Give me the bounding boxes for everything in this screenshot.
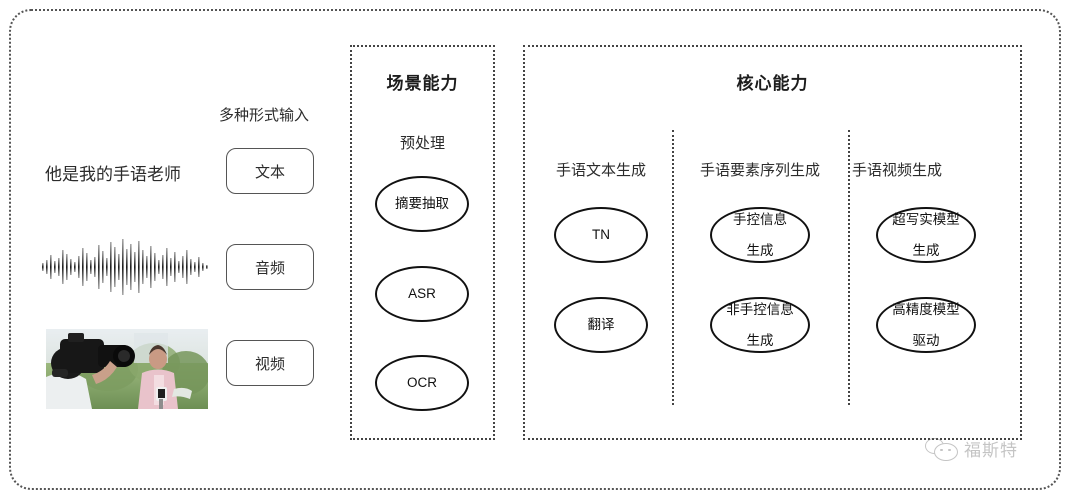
chip-label: 音频: [254, 259, 285, 277]
node-label-line1: 超写实模型: [892, 211, 960, 227]
chip-label: 文本: [254, 163, 285, 181]
core-divider-2: [848, 130, 850, 405]
node-label-line2: 驱动: [912, 332, 940, 348]
node-label-line2: 生成: [746, 332, 774, 348]
video-thumbnail: [46, 329, 208, 409]
core-capability-panel: 核心能力: [523, 45, 1022, 440]
core-node-tn[interactable]: TN: [554, 207, 648, 263]
core-node-translation[interactable]: 翻译: [554, 297, 648, 353]
core-panel-title: 核心能力: [736, 74, 809, 93]
core-node-high-precision-model-driving[interactable]: 高精度模型 驱动: [876, 297, 976, 353]
watermark: 福斯特: [925, 436, 1018, 461]
node-label-line1: 手控信息: [733, 211, 787, 227]
core-column-header-1: 手语文本生成: [555, 162, 646, 179]
scene-node-summary-extraction[interactable]: 摘要抽取: [375, 176, 469, 232]
core-column-header-3: 手语视频生成: [852, 162, 943, 179]
node-label: ASR: [408, 286, 436, 302]
scene-capability-panel: 场景能力: [350, 45, 495, 440]
core-divider-1: [672, 130, 674, 405]
wechat-icon: [925, 437, 959, 461]
input-caption: 多种形式输入: [219, 107, 310, 124]
node-label: OCR: [407, 375, 437, 391]
input-chip-audio[interactable]: 音频: [226, 244, 314, 290]
audio-waveform-icon: [40, 236, 210, 298]
scene-group-label: 预处理: [399, 135, 445, 152]
scene-node-asr[interactable]: ASR: [375, 266, 469, 322]
input-chip-video[interactable]: 视频: [226, 340, 314, 386]
input-chip-text[interactable]: 文本: [226, 148, 314, 194]
node-label: TN: [592, 227, 610, 243]
sample-text: 他是我的手语老师: [45, 165, 181, 184]
core-node-manual-info-generation[interactable]: 手控信息 生成: [710, 207, 810, 263]
node-label: 翻译: [587, 317, 615, 333]
core-column-header-2: 手语要素序列生成: [699, 162, 820, 179]
core-node-nonmanual-info-generation[interactable]: 非手控信息 生成: [710, 297, 810, 353]
scene-panel-title: 场景能力: [386, 74, 459, 93]
scene-node-ocr[interactable]: OCR: [375, 355, 469, 411]
node-label: 摘要抽取: [395, 196, 449, 212]
node-label-line2: 生成: [746, 242, 774, 258]
watermark-text: 福斯特: [964, 441, 1018, 460]
core-node-hyperreal-model-generation[interactable]: 超写实模型 生成: [876, 207, 976, 263]
node-label-line1: 高精度模型: [892, 301, 960, 317]
chip-label: 视频: [254, 355, 285, 373]
node-label-line2: 生成: [912, 242, 940, 258]
node-label-line1: 非手控信息: [726, 301, 794, 317]
outer-dotted-frame: [9, 9, 1061, 490]
